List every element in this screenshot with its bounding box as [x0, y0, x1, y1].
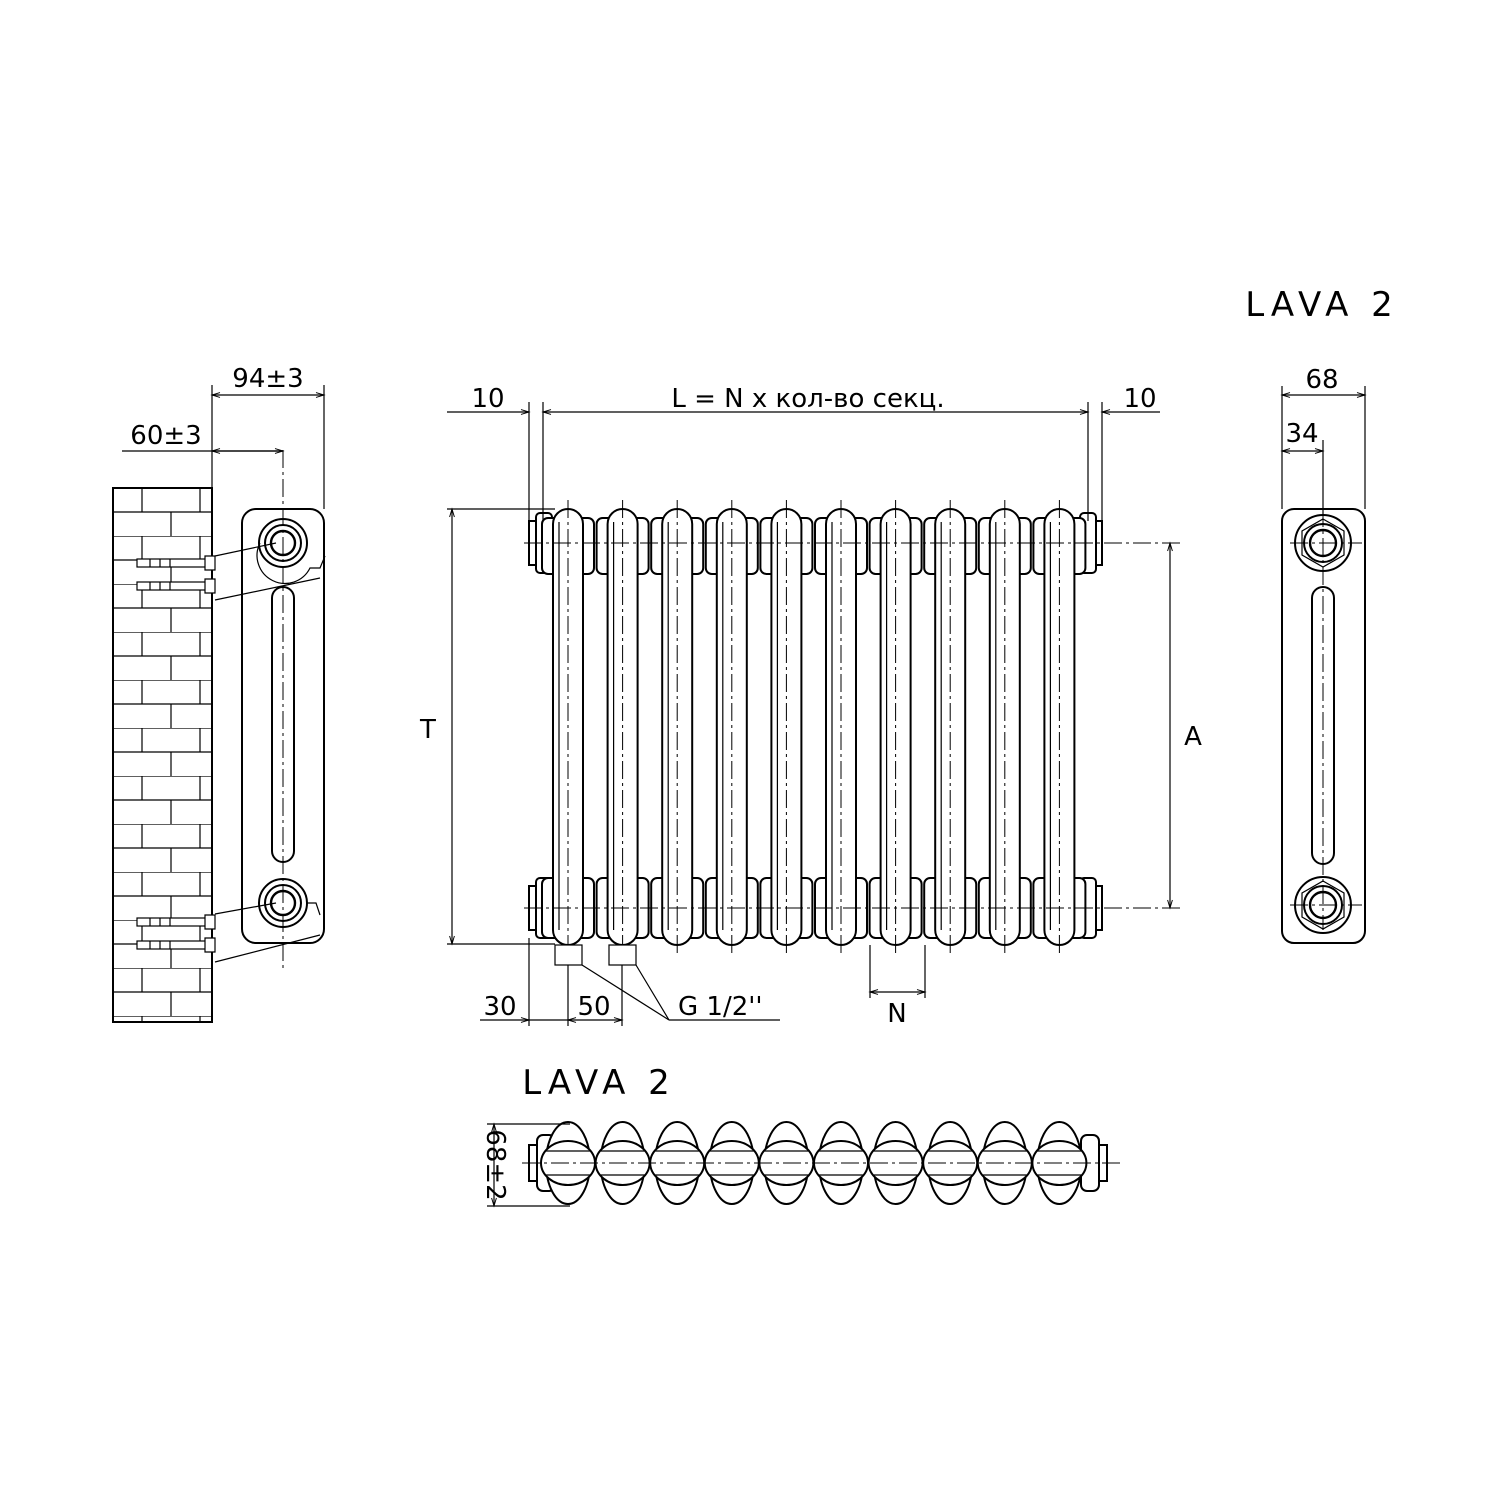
- end-view-title: LAVA 2: [1245, 285, 1399, 325]
- side-top-hub: [256, 518, 326, 585]
- end-view: LAVA 2 68 34: [1245, 285, 1399, 944]
- dimension-half-depth: 34: [1280, 419, 1325, 515]
- dimension-length: 10 L = N x кол-во секц. 10: [447, 384, 1160, 521]
- brick-wall: [112, 487, 213, 1023]
- dimension-section-pitch: N: [868, 945, 927, 1029]
- length-formula-label: L = N x кол-во секц.: [671, 384, 944, 414]
- end-gap-left-label: 10: [471, 384, 504, 414]
- axis-distance-label: A: [1184, 722, 1202, 752]
- dimension-depth-right: 68: [1280, 365, 1367, 509]
- radiator-section: [1043, 500, 1076, 955]
- front-view: G 1/2'' 10 L = N x кол-во секц. 10 T A: [419, 384, 1202, 1029]
- wall-brackets: [136, 542, 321, 963]
- dimension-depth-top: 68±2: [480, 1122, 570, 1208]
- radiator-section: [825, 500, 857, 955]
- top-view: LAVA 2 68±2: [480, 1063, 1120, 1208]
- radiator-section: [606, 500, 639, 955]
- dimension-inlet-offsets: 30 50: [480, 938, 624, 1026]
- depth-top-label: 68±2: [480, 1129, 510, 1200]
- axis-offset-label: 60±3: [130, 421, 201, 451]
- top-view-section: [976, 1121, 1033, 1205]
- radiator-section: [552, 500, 584, 955]
- depth-right-label: 68: [1305, 365, 1338, 395]
- pipe-spacing-label: 50: [577, 992, 610, 1022]
- radiator-section: [770, 500, 803, 955]
- thread-label: G 1/2'': [678, 992, 763, 1022]
- end-offset-label: 30: [483, 992, 516, 1022]
- radiator-section: [715, 500, 748, 955]
- dimension-axis-distance: A: [1167, 541, 1202, 910]
- end-gap-right-label: 10: [1123, 384, 1156, 414]
- section-pitch-label: N: [887, 999, 906, 1029]
- dimension-axis-offset: 60±3: [122, 421, 285, 454]
- side-view-wall-mount: 94±3 60±3: [112, 364, 326, 1023]
- top-view-section: [867, 1121, 924, 1205]
- radiator-sections: [552, 500, 1076, 955]
- total-height-label: T: [419, 715, 436, 745]
- top-view-title: LAVA 2: [522, 1063, 676, 1103]
- radiator-section: [879, 500, 912, 955]
- end-bottom-hub: [1294, 876, 1352, 934]
- side-bottom-hub: [258, 878, 321, 928]
- wall-depth-label: 94±3: [232, 364, 303, 394]
- half-depth-label: 34: [1285, 419, 1318, 449]
- radiator-section: [661, 500, 694, 955]
- dimension-wall-depth: 94±3: [210, 364, 326, 509]
- radiator-section: [988, 500, 1021, 955]
- dimension-total-height: T: [419, 507, 555, 946]
- radiator-section: [934, 500, 967, 955]
